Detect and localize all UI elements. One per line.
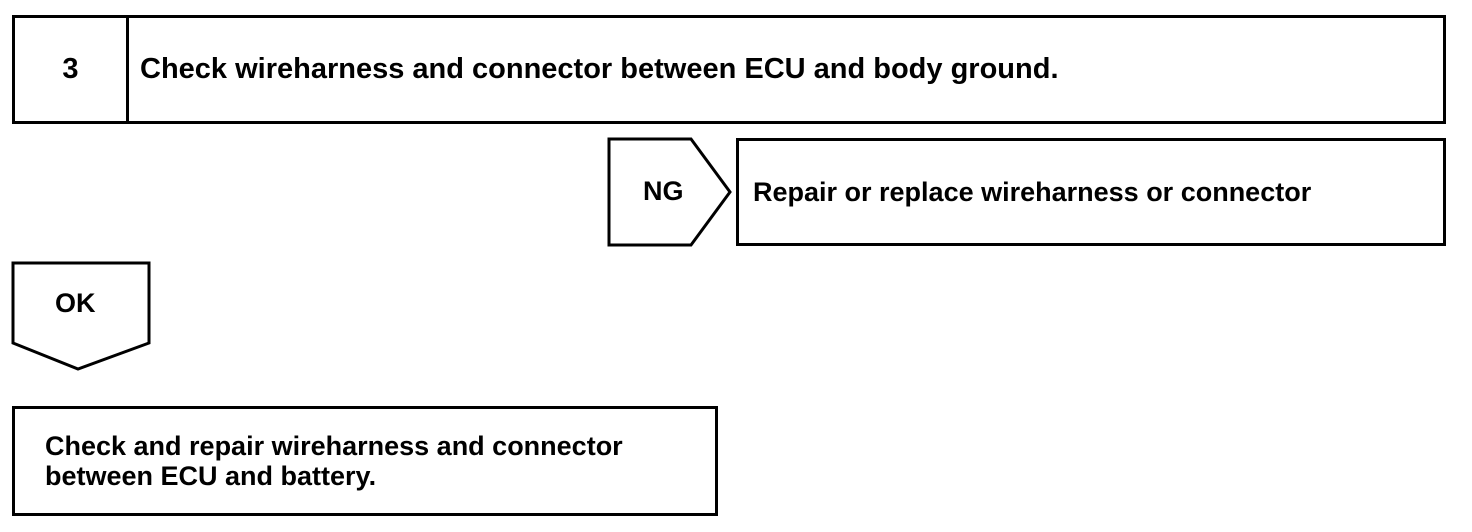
- ng-label: NG: [643, 176, 684, 206]
- ng-result-box: Repair or replace wireharness or connect…: [736, 138, 1446, 246]
- ok-arrow-tag: [11, 261, 151, 371]
- ng-result-text: Repair or replace wireharness or connect…: [753, 176, 1312, 207]
- ok-result-line-2: between ECU and battery.: [45, 461, 377, 491]
- step-box: 3 Check wireharness and connector betwee…: [12, 15, 1446, 124]
- ok-label: OK: [55, 288, 96, 318]
- ng-arrow-tag: [607, 137, 732, 247]
- step-title: Check wireharness and connector between …: [140, 53, 1059, 85]
- ok-result-box: Check and repair wireharness and connect…: [12, 406, 718, 516]
- step-number: 3: [15, 18, 129, 121]
- ok-result-line-1: Check and repair wireharness and connect…: [45, 431, 623, 461]
